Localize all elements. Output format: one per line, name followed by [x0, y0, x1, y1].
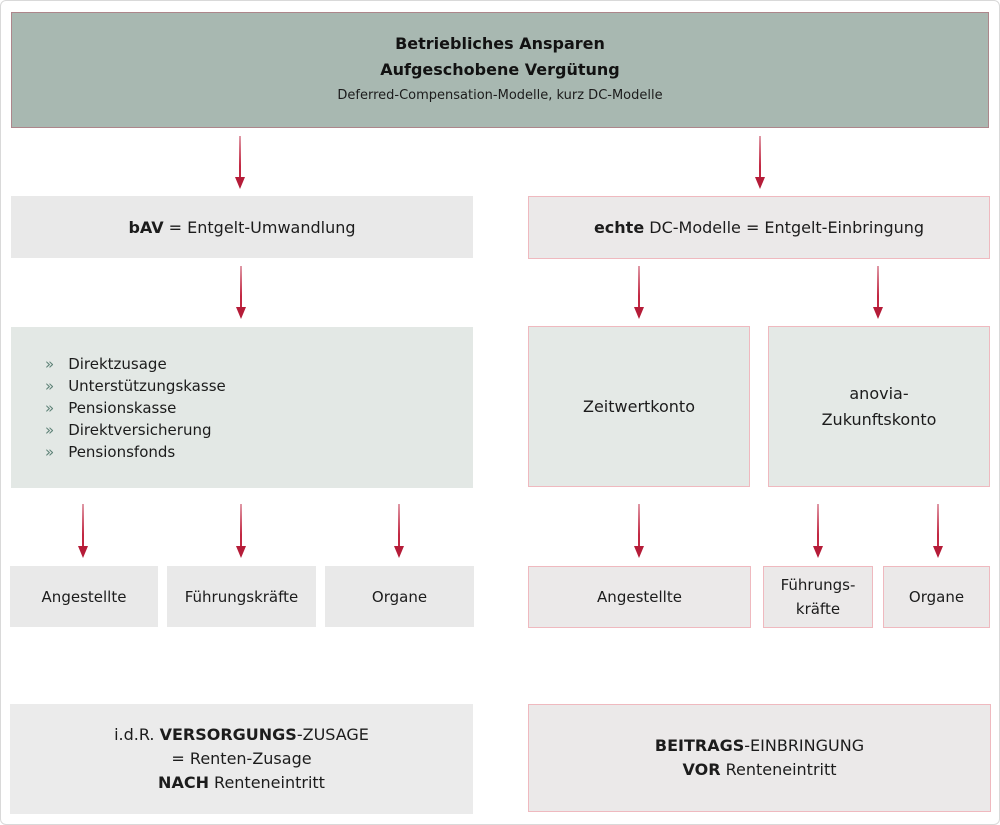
list-bullet: » — [45, 354, 55, 373]
arrow-stem — [239, 136, 241, 179]
list-item-label: Pensionsfonds — [68, 442, 176, 461]
arrow-stem — [82, 504, 84, 548]
dc-audience-organe-box: Organe — [883, 566, 990, 628]
arrow-head-icon — [634, 307, 644, 319]
list-item-label: Direktversicherung — [68, 420, 212, 439]
dc-audience-angestellte-box: Angestellte — [528, 566, 751, 628]
arrow-head-icon — [813, 546, 823, 558]
audience-label: Angestellte — [41, 587, 127, 606]
bav-model-box: bAV = Entgelt-Umwandlung — [11, 196, 473, 258]
arrow-stem — [759, 136, 761, 179]
label-text-part: DC-Modelle = Entgelt-Einbringung — [644, 218, 925, 237]
down-arrow — [813, 504, 823, 558]
dc-audience-fuehrungskraefte-box: Führungs- kräfte — [763, 566, 873, 628]
bav-audience-organe-box: Organe — [325, 566, 474, 627]
list-item: » Pensionskasse — [45, 397, 226, 419]
arrow-stem — [398, 504, 400, 548]
arrow-head-icon — [873, 307, 883, 319]
down-arrow — [394, 504, 404, 558]
label-text-part: Renteneintritt — [720, 760, 837, 779]
arrow-head-icon — [755, 177, 765, 189]
list-bullet: » — [45, 376, 55, 395]
list-item-label: Unterstützungskasse — [68, 376, 226, 395]
zeitwertkonto-label: Zeitwertkonto — [583, 396, 695, 416]
product-list: » Direktzusage » Unterstützungskasse » P… — [45, 353, 226, 463]
bav-products-box: » Direktzusage » Unterstützungskasse » P… — [11, 327, 473, 488]
audience-label: Organe — [371, 587, 428, 606]
header-box: Betriebliches Ansparen Aufgeschobene Ver… — [11, 12, 989, 128]
list-item-label: Direktzusage — [68, 354, 167, 373]
arrow-head-icon — [933, 546, 943, 558]
dc-model-box: echte DC-Modelle = Entgelt-Einbringung — [528, 196, 990, 259]
arrow-stem — [877, 266, 879, 309]
label-text-part: -ZUSAGE — [296, 725, 369, 744]
arrow-stem — [638, 266, 640, 309]
list-item: » Direktversicherung — [45, 419, 226, 441]
list-item: » Unterstützungskasse — [45, 375, 226, 397]
arrow-head-icon — [235, 177, 245, 189]
audience-label: Führungs- kräfte — [780, 576, 856, 618]
arrow-head-icon — [236, 546, 246, 558]
arrow-head-icon — [634, 546, 644, 558]
down-arrow — [78, 504, 88, 558]
arrow-stem — [240, 504, 242, 548]
bav-audience-fuehrungskraefte-box: Führungskräfte — [167, 566, 316, 627]
label-bold-part: BEITRAGS — [654, 736, 745, 755]
list-item-label: Pensionskasse — [68, 398, 177, 417]
summary-line: BEITRAGS-EINBRINGUNG — [655, 734, 864, 758]
down-arrow — [755, 136, 765, 189]
arrow-stem — [240, 266, 242, 309]
label-bold-part: bAV — [128, 217, 164, 237]
header-title-line2: Aufgeschobene Vergütung — [380, 60, 620, 79]
down-arrow — [873, 266, 883, 319]
list-bullet: » — [45, 420, 55, 439]
bav-summary-box: i.d.R. VERSORGUNGS-ZUSAGE = Renten-Zusag… — [10, 704, 473, 814]
summary-line: VOR Renteneintritt — [682, 758, 836, 782]
anovia-zukunftskonto-box: anovia- Zukunftskonto — [768, 326, 990, 487]
arrow-stem — [638, 504, 640, 548]
arrow-head-icon — [394, 546, 404, 558]
summary-line: NACH Renteneintritt — [158, 771, 325, 795]
down-arrow — [634, 504, 644, 558]
header-subtitle: Deferred-Compensation-Modelle, kurz DC-M… — [337, 88, 663, 103]
list-item: » Direktzusage — [45, 353, 226, 375]
arrow-stem — [817, 504, 819, 548]
down-arrow — [634, 266, 644, 319]
audience-label: Organe — [908, 588, 965, 606]
label-text-part: = Entgelt-Umwandlung — [163, 217, 356, 237]
audience-label: Angestellte — [597, 588, 682, 606]
label-bold-part: echte — [593, 218, 645, 237]
list-bullet: » — [45, 442, 55, 461]
header-title-line1: Betriebliches Ansparen — [395, 34, 605, 53]
down-arrow — [236, 266, 246, 319]
down-arrow — [236, 504, 246, 558]
label-bold-part: NACH — [158, 773, 209, 792]
label-bold-part: VERSORGUNGS — [159, 725, 297, 744]
label-text-part: Renteneintritt — [208, 773, 325, 792]
summary-line: i.d.R. VERSORGUNGS-ZUSAGE — [114, 723, 369, 747]
label-text-part: i.d.R. — [114, 725, 160, 744]
arrow-stem — [937, 504, 939, 548]
arrow-head-icon — [78, 546, 88, 558]
down-arrow — [235, 136, 245, 189]
zeitwertkonto-box: Zeitwertkonto — [528, 326, 750, 487]
summary-line: = Renten-Zusage — [171, 749, 312, 768]
anovia-zukunftskonto-label: anovia- Zukunftskonto — [821, 383, 937, 429]
label-text-part: -EINBRINGUNG — [744, 736, 865, 755]
bav-model-label: bAV = Entgelt-Umwandlung — [128, 218, 355, 237]
list-bullet: » — [45, 398, 55, 417]
list-item: » Pensionsfonds — [45, 441, 226, 463]
label-bold-part: VOR — [682, 760, 721, 779]
dc-model-label: echte DC-Modelle = Entgelt-Einbringung — [594, 218, 924, 237]
audience-label: Führungskräfte — [184, 587, 299, 606]
down-arrow — [933, 504, 943, 558]
bav-audience-angestellte-box: Angestellte — [10, 566, 158, 627]
arrow-head-icon — [236, 307, 246, 319]
dc-summary-box: BEITRAGS-EINBRINGUNG VOR Renteneintritt — [528, 704, 991, 812]
